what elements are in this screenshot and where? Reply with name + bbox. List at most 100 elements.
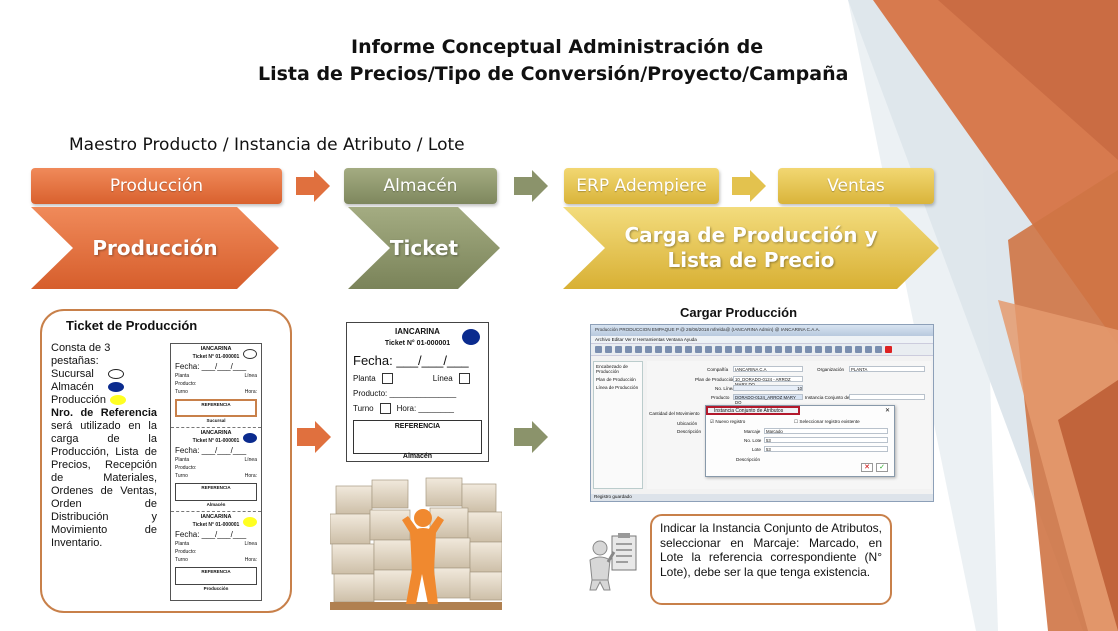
ticket-fecha: Fecha: ___/___/___ [353,353,469,368]
mini-linea: Línea [244,373,257,379]
ticket-almacen: IANCARINA Ticket N° 01-000001 Fecha: ___… [346,322,489,462]
toolbar-icon[interactable] [655,346,662,353]
erp-toolbar [591,344,933,356]
input-compania[interactable]: IANCARINA C.A [733,366,803,372]
select-marcaje[interactable]: Marcado [764,428,888,434]
label-marcaje: Marcaje [744,429,761,434]
toolbar-icon[interactable] [625,346,632,353]
toolbar-icon[interactable] [635,346,642,353]
arrow-right-icon [732,170,766,202]
mini-label-sucursal: Sucursal [206,418,226,423]
toolbar-icon[interactable] [705,346,712,353]
nuevo-label: Nuevo registro [715,419,746,424]
input-producto[interactable]: DORADO-0124_ARROZ MARY DO [733,394,803,405]
title-line-2: Lista de Precios/Tipo de Conversión/Proy… [258,63,849,85]
arrow-right-icon [514,421,548,453]
mini-planta: Planta [175,373,190,379]
mini-label-almacen: Almacén [206,502,226,507]
cargar-produccion-title: Cargar Producción [680,305,798,320]
input-no-linea[interactable]: 10 [733,385,803,391]
input-no-lote[interactable]: 53 [764,437,888,443]
toolbar-icon[interactable] [615,346,622,353]
toolbar-icon[interactable] [795,346,802,353]
ticket-number: Ticket N° 01-000001 [384,340,451,347]
toolbar-icon[interactable] [665,346,672,353]
ticket-planta: Planta [353,374,376,383]
dialog-nuevo[interactable]: ☑ Nuevo registro [710,419,746,424]
checkbox-icon [379,403,391,414]
close-icon[interactable]: ✕ [884,408,890,414]
toolbar-icon[interactable] [725,346,732,353]
toolbar-icon[interactable] [695,346,702,353]
toolbar-icon[interactable] [845,346,852,353]
chip-ventas: Ventas [778,168,934,204]
toolbar-icon[interactable] [595,346,602,353]
toolbar-icon[interactable] [775,346,782,353]
toolbar-icon[interactable] [605,346,612,353]
select-lote[interactable]: 53 [764,446,888,452]
close-icon[interactable] [885,346,892,353]
toolbar-icon[interactable] [865,346,872,353]
input-plan[interactable]: 10_DORADO-0124 - ARROZ MARY DO [733,376,803,387]
checkbox-icon [381,373,393,384]
mini-ticket-produccion: IANCARINA Ticket N° 01-000001 Fecha: ___… [171,512,261,596]
arrow-right-icon [514,170,548,202]
cancel-button[interactable]: ✕ [861,463,873,472]
ticket-turno: Turno [353,404,374,413]
erp-status-bar: Registro guardado [591,494,933,501]
chip-erp-adempiere: ERP Adempiere [564,168,719,204]
carga-line-1: Carga de Producción y [624,223,878,247]
label-no-lote: No. Lote [744,438,762,443]
ticket-almacen-label: Almacén [402,453,433,460]
ok-button[interactable]: ✓ [876,463,888,472]
erp-title-bar: Producción PRODUCCION EMPAQUE P @ 26/06/… [591,325,933,336]
toolbar-icon[interactable] [715,346,722,353]
mini-ticket-no: Ticket N° 01-000001 [192,522,240,528]
checkbox-icon [458,373,470,384]
toolbar-icon[interactable] [815,346,822,353]
side-tab-encabezado[interactable]: Encabezado de Producción [596,364,628,374]
big-arrow-carga: Carga de Producción y Lista de Precio [563,207,939,289]
toolbar-icon[interactable] [685,346,692,353]
mini-ticket: IANCARINA Ticket N° 01-000001 Fecha: ___… [170,343,262,601]
big-arrow-ticket: Ticket [348,207,500,289]
ticket-box-header: Ticket de Producción [66,318,198,333]
white-dot-icon [107,369,124,380]
side-tab-plan[interactable]: Plan de Producción [596,377,636,382]
toolbar-icon[interactable] [675,346,682,353]
arrow-right-icon [296,170,330,202]
ticket-hora: Hora: ________ [396,404,454,413]
toolbar-icon[interactable] [645,346,652,353]
label-lote: Lote [752,447,761,452]
ticket-linea: Línea [432,374,453,383]
dialog-seleccionar[interactable]: ☐ Seleccionar registro existente [794,419,860,424]
mini-referencia: REFERENCIA [175,567,257,585]
instancia-dialog: Instancia Conjunto de Atributos ✕ ☑ Nuev… [705,405,895,477]
mini-ticket-sucursal: IANCARINA Ticket N° 01-000001 Fecha: ___… [171,344,261,428]
toolbar-icon[interactable] [855,346,862,353]
yellow-dot-icon [110,395,127,406]
mini-label-produccion: Producción [203,586,229,591]
toolbar-icon[interactable] [875,346,882,353]
side-tab-linea[interactable]: Línea de Producción [596,385,639,390]
toolbar-icon[interactable] [835,346,842,353]
input-organizacion[interactable]: PLANTA [849,366,925,372]
toolbar-icon[interactable] [765,346,772,353]
toolbar-icon[interactable] [825,346,832,353]
label-instancia: Instancia Conjunto de Atributos [805,395,869,400]
toolbar-icon[interactable] [745,346,752,353]
mini-fecha: Fecha: ___/___/___ [175,446,247,455]
toolbar-icon[interactable] [805,346,812,353]
subtitle: Maestro Producto / Instancia de Atributo… [69,135,465,155]
item-almacen: Almacén [51,381,94,393]
input-instancia[interactable] [849,394,925,400]
toolbar-icon[interactable] [785,346,792,353]
dialog-buttons: ✕ ✓ [861,463,888,472]
toolbar-icon[interactable] [735,346,742,353]
blue-dot-icon [243,433,257,443]
toolbar-icon[interactable] [755,346,762,353]
item-sucursal: Sucursal [51,368,94,380]
label-compania: Compañía [707,367,729,372]
label-plan: Plan de Producción [695,377,735,382]
mini-planta: Planta [175,457,190,463]
